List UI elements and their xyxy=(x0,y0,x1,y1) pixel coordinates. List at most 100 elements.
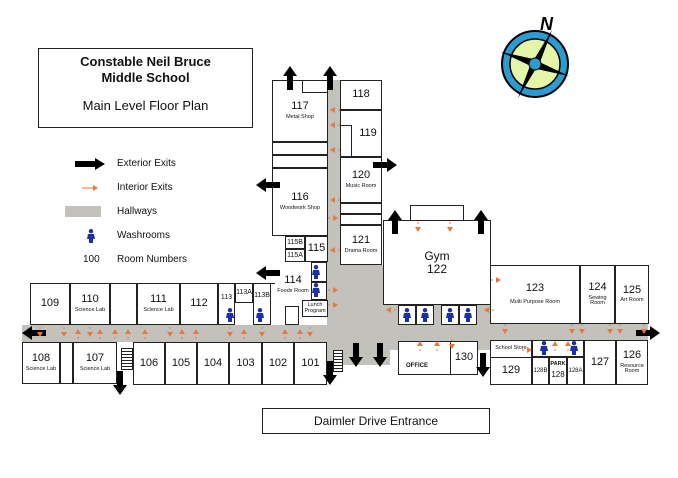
interior-exit-arrow-icon xyxy=(125,329,131,339)
interior-exit-arrow-icon xyxy=(447,222,453,232)
stairs xyxy=(121,348,133,370)
washroom-icon xyxy=(446,308,454,322)
storage-room xyxy=(60,342,73,384)
corridor-space xyxy=(340,203,382,214)
plan-subtitle: Main Level Floor Plan xyxy=(82,98,209,113)
room-127: 127 xyxy=(584,340,616,385)
interior-exit-arrow-icon xyxy=(328,302,338,308)
room-115b: 115B xyxy=(285,236,305,249)
legend-washrooms: Washrooms xyxy=(60,228,260,244)
washroom-icon xyxy=(540,341,548,355)
room-128b: 128B xyxy=(532,357,549,385)
interior-exit-arrow-icon xyxy=(193,329,199,339)
compass-icon: N xyxy=(501,14,569,98)
exterior-exit-arrow-icon xyxy=(75,158,105,170)
interior-exit-arrow-icon xyxy=(37,327,43,337)
room-129: 129 xyxy=(490,357,532,385)
exterior-exit-arrow-icon xyxy=(113,371,127,395)
exterior-exit-arrow-icon xyxy=(373,343,387,367)
interior-exit-arrow-icon xyxy=(330,107,340,113)
interior-exit-arrow-icon xyxy=(87,327,93,337)
interior-exit-arrow-icon xyxy=(328,215,338,221)
washroom-icon xyxy=(312,283,320,297)
interior-exit-arrow-icon xyxy=(569,324,575,334)
interior-exit-arrow-icon xyxy=(179,329,185,339)
room-103: 103 xyxy=(229,342,262,385)
washroom-icon xyxy=(312,265,320,279)
wall xyxy=(271,283,275,325)
interior-exit-arrow-icon xyxy=(434,341,440,351)
interior-exit-arrow-icon xyxy=(307,327,313,337)
washroom-icon xyxy=(464,308,472,322)
interior-exit-arrow-icon xyxy=(328,287,338,293)
interior-exit-arrow-icon xyxy=(227,327,233,337)
room-104: 104 xyxy=(197,342,229,385)
legend-exterior-exits: Exterior Exits xyxy=(60,156,260,172)
interior-exit-arrow-icon xyxy=(617,324,623,334)
legend-interior-exits: Interior Exits xyxy=(60,180,260,196)
interior-exit-arrow-icon xyxy=(97,329,103,339)
closet xyxy=(285,306,299,325)
exterior-exit-arrow-icon xyxy=(388,210,402,234)
corridor-space xyxy=(340,214,382,225)
interior-exit-arrow-icon xyxy=(282,329,288,339)
interior-exit-arrow-icon xyxy=(61,327,67,337)
interior-exit-arrow-icon xyxy=(82,185,98,191)
interior-exit-arrow-icon xyxy=(417,341,423,351)
washroom-icon xyxy=(256,308,264,322)
corridor-space xyxy=(272,142,328,155)
interior-exit-arrow-icon xyxy=(330,147,340,153)
washroom-icon xyxy=(421,308,429,322)
exterior-exit-arrow-icon xyxy=(476,353,490,377)
washroom-icon xyxy=(570,341,578,355)
school-name-line2: Middle School xyxy=(101,70,190,85)
interior-exit-arrow-icon xyxy=(297,329,303,339)
interior-exit-arrow-icon xyxy=(607,324,613,334)
interior-exit-arrow-icon xyxy=(241,329,247,339)
interior-exit-arrow-icon xyxy=(449,339,455,349)
interior-exit-arrow-icon xyxy=(641,324,647,334)
interior-exit-arrow-icon xyxy=(565,341,571,351)
room-112: 112 xyxy=(180,283,218,325)
room-115: 115 xyxy=(305,236,328,262)
school-name: Constable Neil Bruce xyxy=(80,54,211,69)
interior-exit-arrow-icon xyxy=(579,324,585,334)
interior-exit-arrow-icon xyxy=(167,327,173,337)
exterior-exit-arrow-icon xyxy=(22,326,46,340)
room-102: 102 xyxy=(262,342,294,385)
washroom-icon xyxy=(226,308,234,322)
room-101: 101 xyxy=(294,342,327,385)
exterior-exit-arrow-icon xyxy=(373,158,397,172)
interior-exit-arrow-icon xyxy=(112,329,118,339)
exterior-exit-arrow-icon xyxy=(323,66,337,90)
interior-exit-arrow-icon xyxy=(522,347,532,353)
washroom-icon xyxy=(87,229,95,243)
gym-storage xyxy=(410,205,464,221)
exterior-exit-arrow-icon xyxy=(256,178,280,192)
interior-exit-arrow-icon xyxy=(386,307,396,313)
room-106: 106 xyxy=(133,342,165,385)
interior-exit-arrow-icon xyxy=(330,197,340,203)
interior-exit-arrow-icon xyxy=(552,341,558,351)
washroom-icon xyxy=(403,308,411,322)
interior-exit-arrow-icon xyxy=(330,247,340,253)
stairs xyxy=(333,350,343,372)
title-box: Constable Neil Bruce Middle School Main … xyxy=(38,48,253,128)
exterior-exit-arrow-icon xyxy=(256,266,280,280)
interior-exit-arrow-icon xyxy=(142,329,148,339)
office: OFFICE xyxy=(406,362,428,369)
room-130: 130 xyxy=(450,341,478,375)
exterior-exit-arrow-icon xyxy=(474,210,488,234)
lunch-program: Lunch Program xyxy=(302,300,328,317)
